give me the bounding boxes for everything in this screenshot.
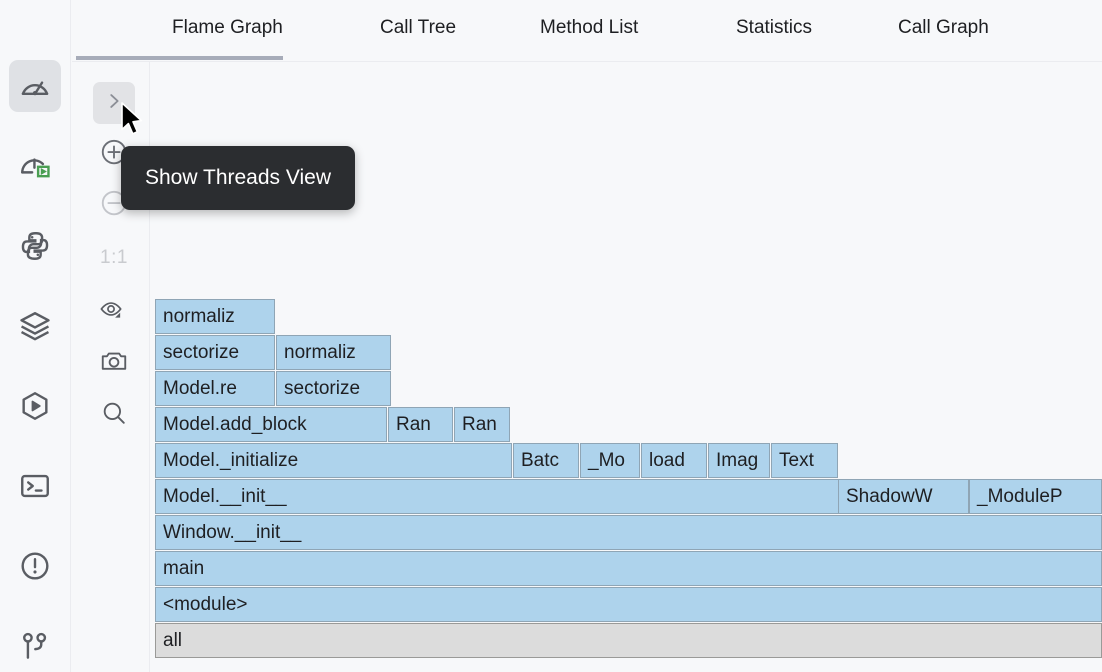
tab-bar: Flame Graph Call Tree Method List Statis… bbox=[72, 0, 1102, 62]
flame-frame[interactable]: Model.re bbox=[155, 371, 275, 406]
flame-frame[interactable]: load bbox=[641, 443, 707, 478]
flame-frame[interactable]: ShadowW bbox=[838, 479, 969, 514]
flame-frame[interactable]: Ran bbox=[454, 407, 510, 442]
flame-frame[interactable]: _ModuleP bbox=[969, 479, 1102, 514]
camera-icon bbox=[99, 346, 129, 381]
search-icon bbox=[100, 399, 128, 432]
activity-item-profiler-run[interactable] bbox=[9, 140, 61, 192]
chevron-right-icon bbox=[103, 90, 125, 117]
activity-item-layers[interactable] bbox=[9, 300, 61, 352]
flame-graph-canvas[interactable]: normaliz sectorize normaliz Model.re sec… bbox=[151, 62, 1102, 672]
search-button[interactable] bbox=[93, 394, 135, 436]
flame-frame[interactable]: _Mo bbox=[580, 443, 640, 478]
flame-frame[interactable]: Model.__init__ bbox=[155, 479, 839, 514]
activity-bar bbox=[0, 0, 71, 672]
activity-item-problems[interactable] bbox=[9, 540, 61, 592]
export-snapshot-button[interactable] bbox=[93, 342, 135, 384]
mouse-cursor bbox=[120, 102, 146, 145]
gauge-play-icon bbox=[18, 149, 52, 183]
visibility-filter-button[interactable] bbox=[93, 290, 135, 332]
flame-frame[interactable]: Imag bbox=[708, 443, 770, 478]
activity-item-python[interactable] bbox=[9, 220, 61, 272]
terminal-icon bbox=[18, 469, 52, 503]
warning-circle-icon bbox=[18, 549, 52, 583]
python-icon bbox=[18, 229, 52, 263]
activity-item-profiler-gauge[interactable] bbox=[9, 60, 61, 112]
tab-method-list[interactable]: Method List bbox=[540, 17, 639, 38]
flame-frame[interactable]: Window.__init__ bbox=[155, 515, 1102, 550]
tooltip: Show Threads View bbox=[121, 146, 355, 210]
tab-call-graph[interactable]: Call Graph bbox=[898, 17, 989, 38]
flame-frame-root[interactable]: all bbox=[155, 623, 1102, 658]
flame-frame[interactable]: normaliz bbox=[155, 299, 275, 334]
flame-frame[interactable]: Text bbox=[771, 443, 838, 478]
flame-frame[interactable]: sectorize bbox=[155, 335, 275, 370]
tooltip-text: Show Threads View bbox=[145, 166, 331, 189]
hexagon-play-icon bbox=[18, 389, 52, 423]
flame-frame[interactable]: Batc bbox=[513, 443, 579, 478]
flame-frame[interactable]: sectorize bbox=[276, 371, 391, 406]
activity-item-terminal[interactable] bbox=[9, 460, 61, 512]
flame-frame[interactable]: main bbox=[155, 551, 1102, 586]
flame-frame[interactable]: <module> bbox=[155, 587, 1102, 622]
tab-call-tree[interactable]: Call Tree bbox=[380, 17, 457, 38]
flame-frame[interactable]: Model.add_block bbox=[155, 407, 387, 442]
zoom-reset-button[interactable]: 1:1 bbox=[100, 247, 128, 268]
flame-frame[interactable]: Ran bbox=[388, 407, 453, 442]
tab-flame-graph[interactable]: Flame Graph bbox=[172, 17, 283, 38]
layers-icon bbox=[18, 309, 52, 343]
activity-item-version-control[interactable] bbox=[9, 620, 61, 672]
gauge-icon bbox=[18, 69, 52, 103]
git-branch-icon bbox=[18, 629, 52, 663]
activity-item-run[interactable] bbox=[9, 380, 61, 432]
active-tab-underline bbox=[76, 56, 283, 60]
tab-statistics[interactable]: Statistics bbox=[736, 17, 813, 38]
flame-frame[interactable]: normaliz bbox=[276, 335, 391, 370]
eye-dropdown-icon bbox=[98, 295, 130, 328]
flame-frame[interactable]: Model._initialize bbox=[155, 443, 512, 478]
